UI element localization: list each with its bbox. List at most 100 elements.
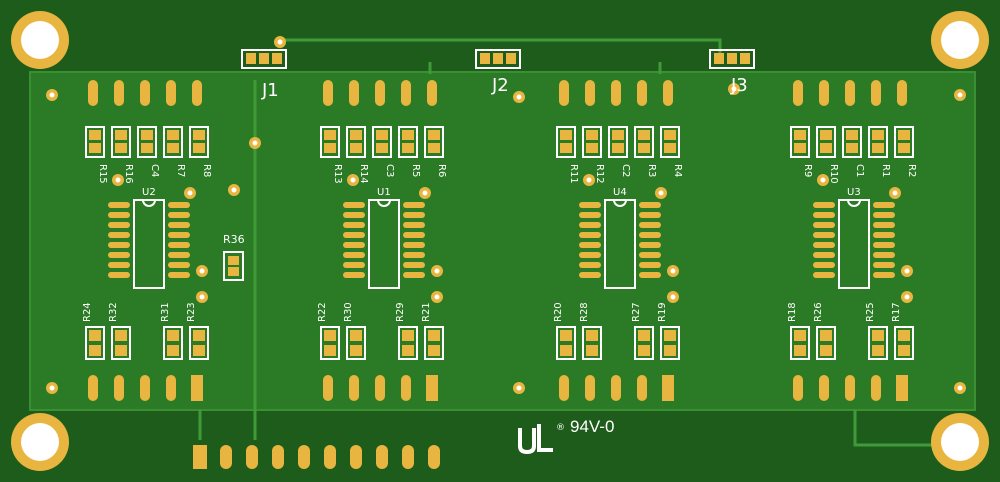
pin-pad: [166, 80, 176, 106]
pin-pad: [559, 375, 569, 401]
smd-pad: [794, 330, 806, 341]
smd-pad: [324, 345, 336, 356]
component-label: R7: [175, 164, 186, 177]
smd-pad: [664, 345, 676, 356]
smd-outline: [111, 126, 131, 158]
smd-pad: [794, 130, 806, 140]
component-label: R22: [317, 302, 328, 322]
smd-pad: [560, 143, 572, 153]
smd-pad: [376, 130, 388, 140]
component-label: R29: [395, 302, 406, 322]
smd-outline: [790, 126, 810, 158]
smd-pad: [560, 130, 572, 140]
smd-outline: [842, 126, 862, 158]
component-label: C4: [149, 164, 160, 177]
smd-outline: [868, 326, 888, 360]
pin-pad: [375, 80, 385, 106]
pin-pad: [349, 80, 359, 106]
section-vias: [347, 174, 443, 303]
pin-pad: [637, 375, 647, 401]
smd-pad: [820, 345, 832, 356]
ul-mark: ®: [518, 423, 565, 455]
connector-j1: J1: [241, 36, 287, 101]
smd-outline: [346, 126, 366, 158]
ic-label: U4: [613, 187, 627, 198]
smd-outline: [556, 126, 576, 158]
vias: [46, 89, 966, 394]
header-pin: [272, 445, 284, 469]
pin-pad-square: [191, 375, 203, 401]
component-label: R18: [787, 302, 798, 322]
smd-pad: [560, 345, 572, 356]
j1-label: J1: [261, 80, 279, 101]
smd-pad: [820, 330, 832, 341]
smd-outline: [634, 126, 654, 158]
connector-j3: J3: [709, 49, 755, 96]
component-label: R21: [421, 302, 432, 322]
component-label: R6: [436, 164, 447, 177]
smd-pad: [167, 130, 179, 140]
pin-pad: [140, 375, 150, 401]
pin-pad: [585, 80, 595, 106]
smd-outline: [163, 126, 183, 158]
smd-outline: [894, 326, 914, 360]
smd-pad: [89, 345, 101, 356]
header-pin: [350, 445, 362, 469]
smd-outline: [424, 326, 444, 360]
smd-pad: [898, 143, 910, 153]
bottom-header: [193, 445, 440, 469]
component-label: R20: [553, 302, 564, 322]
pin-pad: [637, 80, 647, 106]
header-pin: [402, 445, 414, 469]
component-label: C2: [620, 164, 631, 177]
smd-outline: [320, 326, 340, 360]
smd-pad: [89, 330, 101, 341]
smd-pad: [141, 143, 153, 153]
smd-pad: [664, 130, 676, 140]
smd-pad: [141, 130, 153, 140]
smd-pad: [586, 345, 598, 356]
smd-pad: [664, 330, 676, 341]
smd-pad: [612, 130, 624, 140]
pin-pad-square: [426, 375, 438, 401]
resistor-r36: R36: [223, 233, 245, 281]
smd-pad: [872, 143, 884, 153]
pin-pad-square: [896, 375, 908, 401]
smd-pad: [428, 130, 440, 140]
smd-pad: [402, 130, 414, 140]
smd-outline: [868, 126, 888, 158]
smd-pad: [898, 130, 910, 140]
smd-pad: [350, 330, 362, 341]
r36-label: R36: [223, 233, 245, 246]
smd-outline: [398, 326, 418, 360]
pin-pad: [88, 80, 98, 106]
smd-outline: [111, 326, 131, 360]
smd-pad: [402, 143, 414, 153]
pin-pad: [114, 80, 124, 106]
smd-pad: [586, 330, 598, 341]
section-vias: [817, 174, 913, 303]
ic-u2: U2: [108, 187, 190, 289]
mounting-hole: [11, 413, 69, 471]
pin-pad: [166, 375, 176, 401]
smd-outline: [790, 326, 810, 360]
component-label: R32: [108, 302, 119, 322]
ic-label: U1: [377, 187, 391, 198]
pin-pad: [793, 80, 803, 106]
smd-pad: [350, 345, 362, 356]
pin-pad: [559, 80, 569, 106]
pin-pad: [845, 80, 855, 106]
component-label: R14: [358, 164, 369, 184]
smd-outline: [894, 126, 914, 158]
component-label: R11: [568, 164, 579, 184]
smd-pad: [350, 143, 362, 153]
pin-pad: [819, 375, 829, 401]
smd-pad: [560, 330, 572, 341]
smd-pad: [428, 330, 440, 341]
component-label: R26: [813, 302, 824, 322]
header-pin-square: [193, 445, 207, 469]
smd-pad: [638, 130, 650, 140]
